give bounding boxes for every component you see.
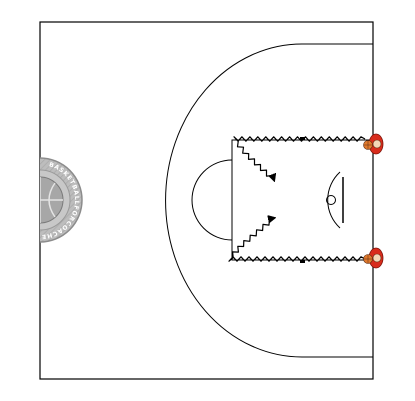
dribble-path	[233, 136, 366, 180]
three-point-line	[165, 43, 373, 358]
free-throw-circle	[191, 159, 233, 241]
hoop	[326, 195, 336, 205]
restricted-area-arc	[327, 171, 341, 229]
dribble-path	[228, 218, 366, 262]
basketball-icon	[40, 176, 64, 224]
block-mark-bottom	[300, 260, 305, 263]
block-mark-top	[300, 137, 305, 140]
player-with-ball-icon[interactable]	[363, 247, 384, 269]
players	[363, 133, 384, 269]
center-logo: BASKETBALLFORCOACHES.NET	[40, 22, 83, 243]
player-head	[372, 139, 382, 149]
basketball-seam	[363, 254, 373, 264]
basketball-seam	[363, 140, 373, 150]
dribble-paths	[228, 136, 366, 262]
player-head	[372, 253, 382, 263]
player-with-ball-icon[interactable]	[363, 133, 384, 155]
court-boundary	[39, 21, 374, 380]
key-lane	[231, 139, 374, 261]
